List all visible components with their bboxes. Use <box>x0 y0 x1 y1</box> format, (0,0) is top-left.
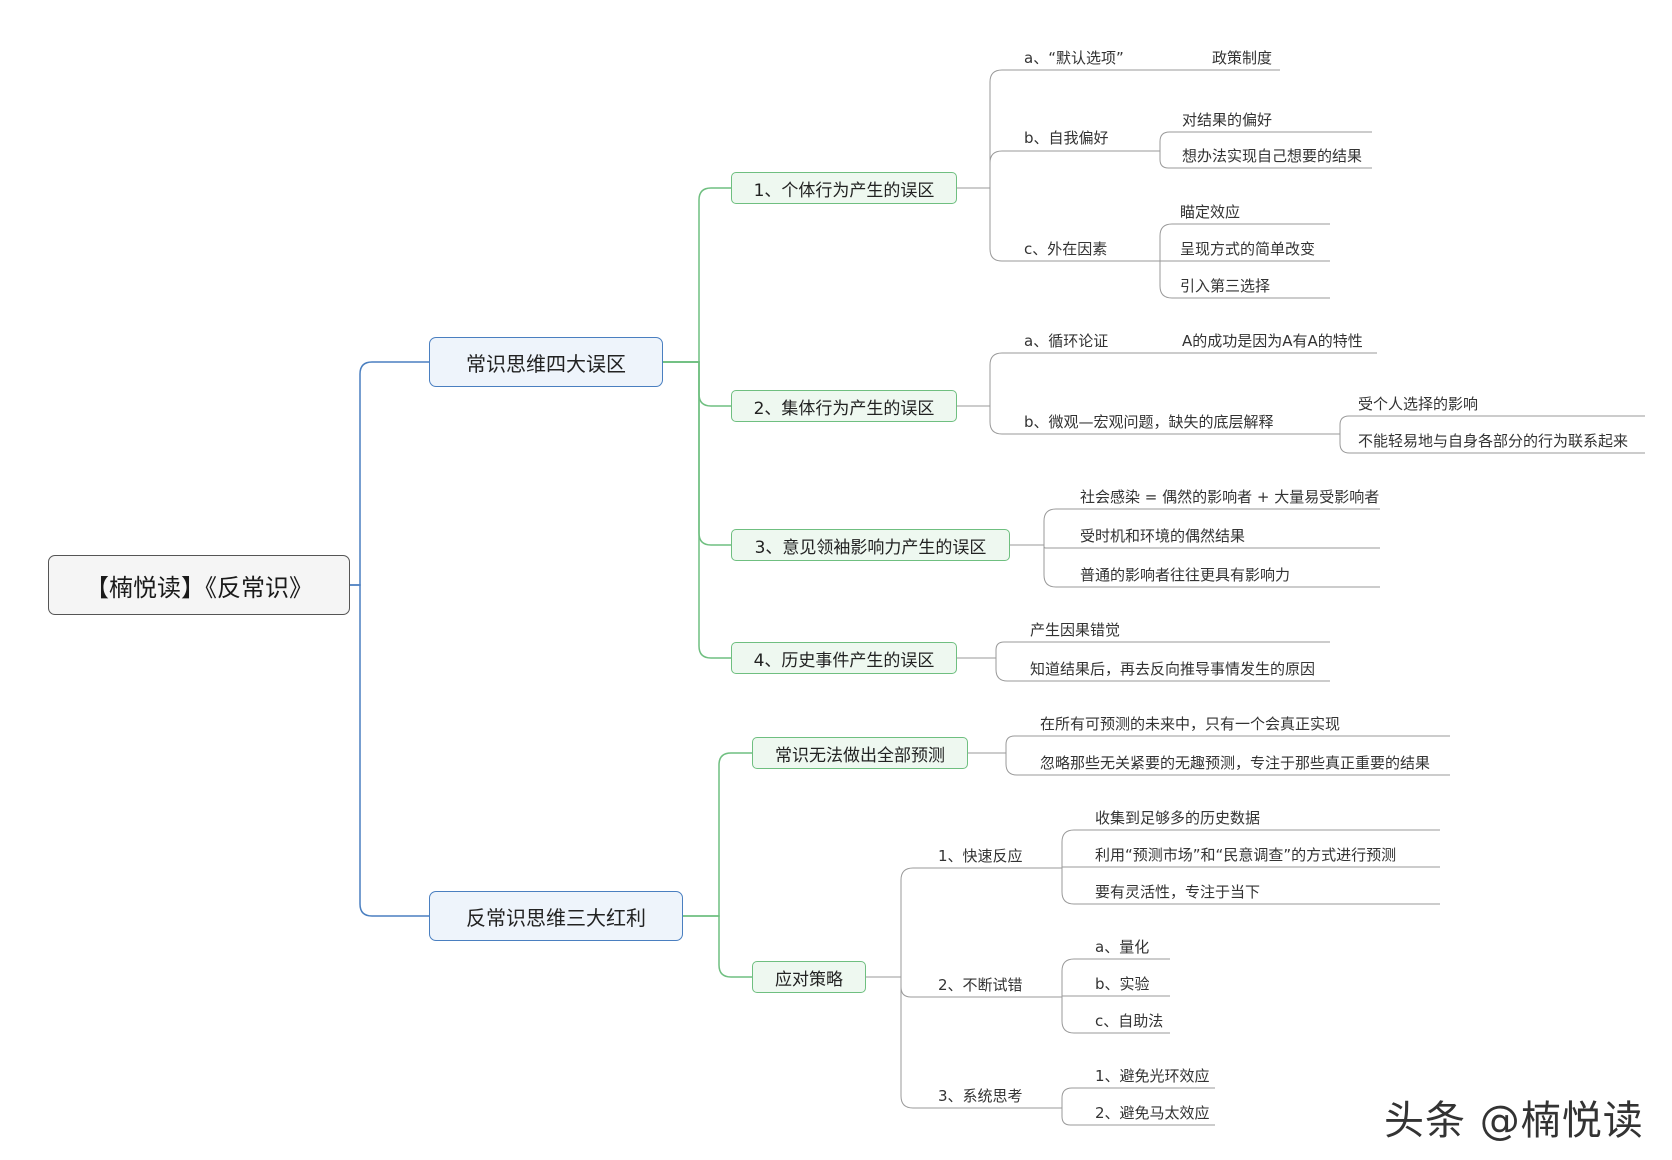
item-ignore-trivial: 忽略那些无关紧要的无趣预测，专注于那些真正重要的结果 <box>1040 754 1431 772</box>
link-op-0 <box>1010 508 1380 546</box>
item-systems-thinking: 3、系统思考 <box>938 1087 1023 1105</box>
item-one-future: 在所有可预测的未来中，只有一个会真正实现 <box>1040 715 1341 733</box>
link-quick-1 <box>1055 866 1440 869</box>
link-quick-0 <box>1055 829 1440 869</box>
link-sys-0 <box>1055 1087 1215 1109</box>
item-timing-environment: 受时机和环境的偶然结果 <box>1080 527 1246 545</box>
link-ind-1 <box>957 150 1150 189</box>
subtopic-strategies[interactable]: 应对策略 <box>752 961 866 993</box>
subtopic-opinion-leader[interactable]: 3、意见领袖影响力产生的误区 <box>731 529 1010 561</box>
link-sys-1 <box>1055 1107 1215 1126</box>
link-strat-0 <box>866 867 1055 978</box>
link-quick-2 <box>1055 867 1440 905</box>
link-ext-2 <box>1150 260 1330 299</box>
link-pred-1 <box>968 752 1450 776</box>
link-hist-1 <box>957 657 1330 682</box>
item-hindsight: 知道结果后，再去反向推导事情发生的原因 <box>1030 660 1316 678</box>
item-self-preference: b、自我偏好 <box>1024 129 1109 147</box>
subtopic-cannot-predict[interactable]: 常识无法做出全部预测 <box>752 737 968 769</box>
item-quantify: a、量化 <box>1095 938 1150 956</box>
root-topic[interactable]: 【楠悦读】《反常识》 <box>48 555 350 615</box>
link-pred-0 <box>968 735 1450 754</box>
link-root-main-0 <box>350 361 429 586</box>
item-prediction-markets: 利用“预测市场”和“民意调查”的方式进行预测 <box>1095 846 1397 864</box>
link-main1-sub-1 <box>683 915 752 978</box>
subtopic-historical-events[interactable]: 4、历史事件产生的误区 <box>731 642 957 674</box>
watermark: 头条 @楠悦读 <box>1384 1098 1644 1144</box>
item-self-help: c、自助法 <box>1095 1012 1164 1030</box>
item-micro-macro: b、微观—宏观问题，缺失的底层解释 <box>1024 413 1274 431</box>
item-default-option: a、“默认选项” <box>1024 49 1124 67</box>
link-main0-sub-3 <box>663 361 731 659</box>
item-external-factors: c、外在因素 <box>1024 240 1108 258</box>
item-outcome-preference: 对结果的偏好 <box>1182 111 1273 129</box>
item-historical-data: 收集到足够多的历史数据 <box>1095 809 1261 827</box>
item-experiment: b、实验 <box>1095 975 1150 993</box>
link-trial-2 <box>1055 996 1170 1034</box>
subtopic-collective-behavior[interactable]: 2、集体行为产生的误区 <box>731 390 957 422</box>
link-trial-1 <box>1055 995 1170 998</box>
item-a-success: A的成功是因为A有A的特性 <box>1182 332 1363 350</box>
link-ind-2 <box>957 187 1150 262</box>
link-ext-0 <box>1150 223 1330 262</box>
link-root-main-1 <box>350 584 429 917</box>
item-causal-illusion: 产生因果错觉 <box>1030 621 1121 639</box>
subtopic-individual-behavior[interactable]: 1、个体行为产生的误区 <box>731 172 957 204</box>
item-presentation-change: 呈现方式的简单改变 <box>1180 240 1316 258</box>
main-topic-misconceptions[interactable]: 常识思维四大误区 <box>429 337 663 387</box>
item-halo-effect: 1、避免光环效应 <box>1095 1067 1210 1085</box>
item-flexibility: 要有灵活性，专注于当下 <box>1095 883 1261 901</box>
link-ind-0 <box>957 69 1150 189</box>
link-micro-0 <box>1330 415 1645 435</box>
link-trial-0 <box>1055 958 1170 998</box>
item-matthew-effect: 2、避免马太效应 <box>1095 1104 1210 1122</box>
item-ordinary-influencers: 普通的影响者往往更具有影响力 <box>1080 566 1291 584</box>
item-achieve-desired-outcome: 想办法实现自己想要的结果 <box>1182 147 1363 165</box>
link-strat-2 <box>866 976 1055 1109</box>
link-main0-sub-2 <box>663 361 731 546</box>
item-third-option: 引入第三选择 <box>1180 277 1271 295</box>
item-circular-reasoning: a、循环论证 <box>1024 332 1109 350</box>
link-hist-0 <box>957 641 1330 659</box>
link-pref-0 <box>1150 131 1372 152</box>
item-quick-response: 1、快速反应 <box>938 847 1023 865</box>
link-pref-1 <box>1150 150 1372 169</box>
item-policy-system: 政策制度 <box>1212 49 1273 67</box>
link-col-0 <box>957 352 1150 407</box>
item-anchoring-effect: 瞄定效应 <box>1180 203 1241 221</box>
main-topic-dividends[interactable]: 反常识思维三大红利 <box>429 891 683 941</box>
link-micro-1 <box>1330 433 1645 454</box>
link-main1-sub-0 <box>683 752 752 917</box>
link-main0-sub-1 <box>663 361 731 407</box>
item-individual-choice: 受个人选择的影响 <box>1358 395 1479 413</box>
link-main0-sub-0 <box>663 187 731 363</box>
item-cannot-link-parts: 不能轻易地与自身各部分的行为联系起来 <box>1358 432 1629 450</box>
item-trial-error: 2、不断试错 <box>938 976 1023 994</box>
link-op-2 <box>1010 544 1380 588</box>
link-col-1 <box>957 405 1150 435</box>
item-social-contagion: 社会感染 = 偶然的影响者 + 大量易受影响者 <box>1080 488 1380 506</box>
